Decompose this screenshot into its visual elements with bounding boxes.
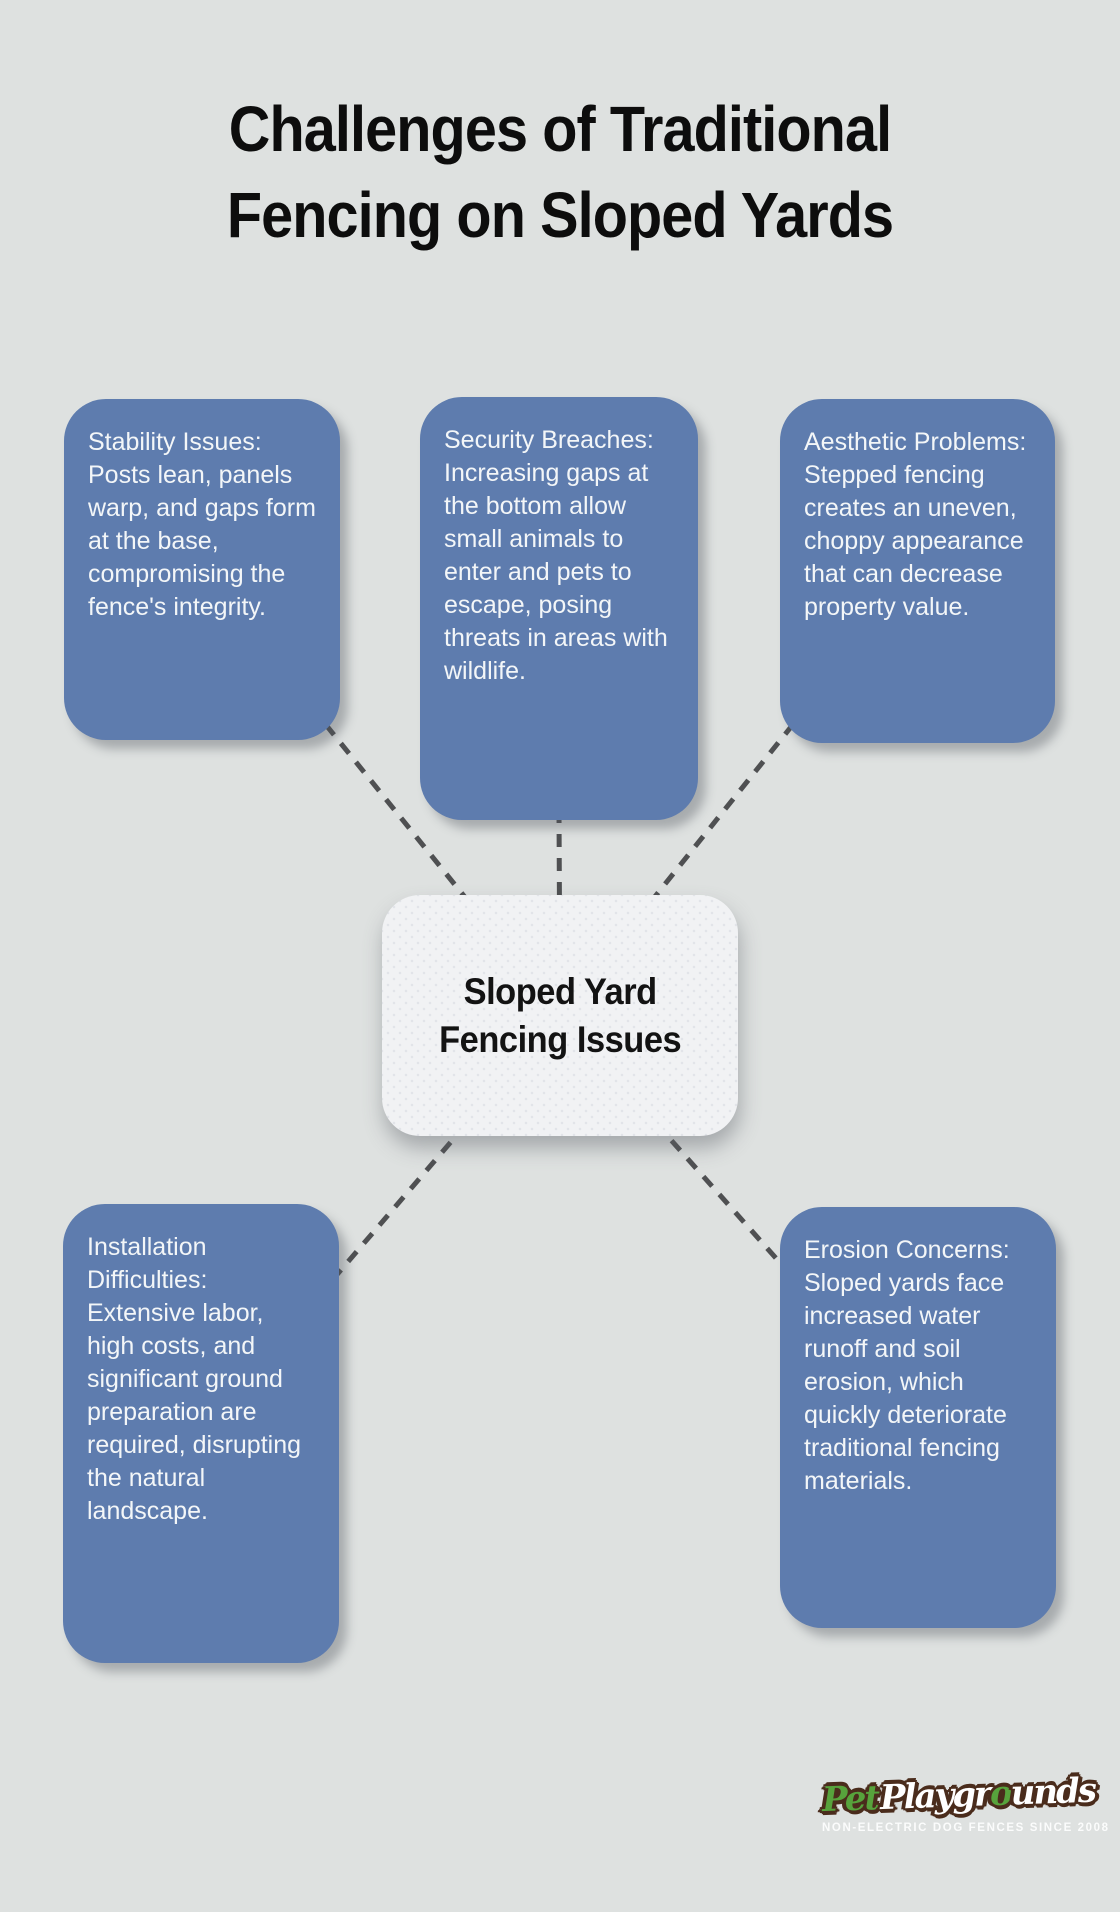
paw-icon: o [989,1773,1012,1815]
logo-playgrounds-text: Playgrounds [879,1771,1095,1818]
center-node-sloped-yard-fencing-issues: Sloped Yard Fencing Issues [382,895,738,1136]
node-stability-text: Stability Issues: Posts lean, panels war… [88,428,316,621]
logo-playgr-part: Playgr [879,1774,991,1819]
pet-playgrounds-logo: PetPlaygrounds NON-ELECTRIC DOG FENCES S… [821,1771,1110,1834]
node-aesthetic-text: Aesthetic Problems: Stepped fencing crea… [804,428,1027,621]
page-title-line1: Challenges of Traditional [228,93,892,165]
node-security-breaches: Security Breaches: Increasing gaps at th… [420,397,698,820]
node-installation-text: Installation Difficulties: Extensive lab… [87,1233,302,1525]
page-title: Challenges of Traditional Fencing on Slo… [56,86,1064,258]
node-erosion-concerns: Erosion Concerns: Sloped yards face incr… [780,1207,1056,1628]
center-node-label: Sloped Yard Fencing Issues [438,968,682,1064]
node-stability-issues: Stability Issues: Posts lean, panels war… [64,399,340,740]
page-title-line2: Fencing on Sloped Yards [226,179,894,251]
logo-wordmark: PetPlaygrounds [821,1771,1095,1821]
center-label-line1: Sloped Yard [463,970,657,1012]
logo-tagline: NON-ELECTRIC DOG FENCES SINCE 2008 [822,1822,1110,1834]
logo-unds-part: unds [1009,1770,1096,1814]
node-security-text: Security Breaches: Increasing gaps at th… [444,426,668,685]
connector-erosion [558,1013,919,1419]
node-aesthetic-problems: Aesthetic Problems: Stepped fencing crea… [780,399,1055,743]
center-label-line2: Fencing Issues [438,1018,682,1060]
node-erosion-text: Erosion Concerns: Sloped yards face incr… [804,1236,1010,1495]
logo-pet-text: Pet [821,1778,879,1821]
node-installation-difficulties: Installation Difficulties: Extensive lab… [63,1204,339,1663]
